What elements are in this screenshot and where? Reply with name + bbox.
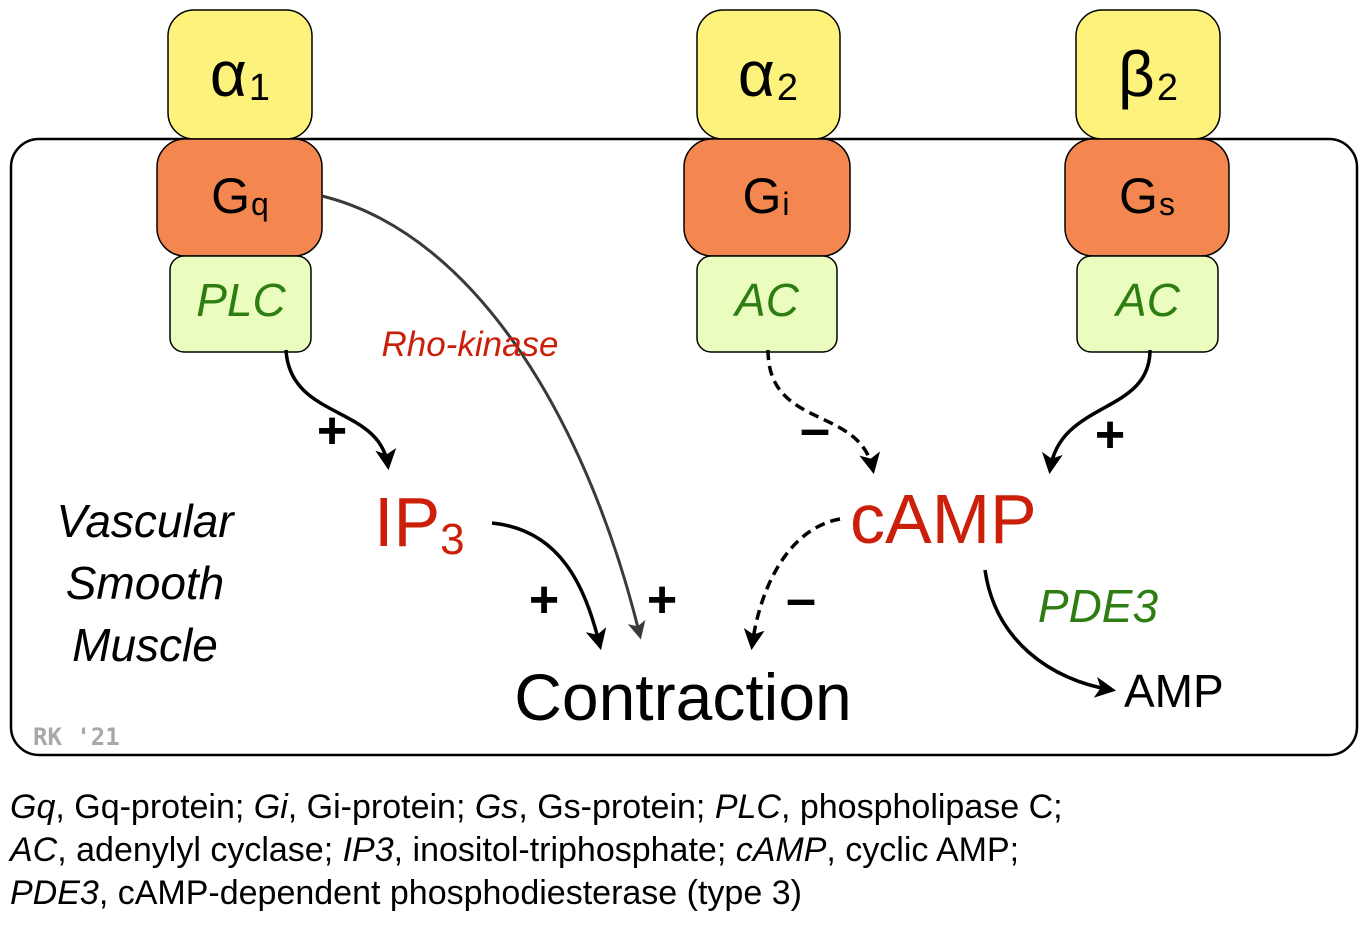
legend-abbr: Gs bbox=[474, 788, 519, 826]
gprotein-gs-label: Gs bbox=[1119, 168, 1175, 224]
camp-label: cAMP bbox=[850, 480, 1037, 558]
receptor-alpha2-label: α2 bbox=[738, 38, 798, 110]
abbreviation-legend: Gq, Gq-protein; Gi, Gi-protein; Gs, Gs-p… bbox=[10, 786, 1360, 915]
legend-abbr: AC bbox=[10, 831, 58, 869]
legend-def: , Gi-protein; bbox=[287, 788, 475, 826]
enzyme-plc-label: PLC bbox=[196, 274, 286, 326]
legend-def: , Gs-protein; bbox=[518, 788, 715, 826]
arrow-camp-to-amp bbox=[983, 569, 1117, 698]
legend-def: , cyclic AMP; bbox=[826, 831, 1020, 869]
receptor-beta2-label: β2 bbox=[1118, 38, 1178, 110]
gprotein-gi-label: Gi bbox=[742, 168, 789, 224]
rho-kinase-label: Rho-kinase bbox=[381, 325, 558, 364]
legend-line-3: PDE3, cAMP-dependent phosphodiesterase (… bbox=[10, 872, 1360, 915]
pde3-label: PDE3 bbox=[1038, 580, 1159, 632]
legend-abbr: PLC bbox=[714, 788, 781, 826]
legend-abbr: cAMP bbox=[735, 831, 827, 869]
legend-def: , inositol-triphosphate; bbox=[393, 831, 736, 869]
cell-label-line3: Muscle bbox=[72, 619, 218, 671]
cell-membrane bbox=[9, 137, 1359, 757]
sign-camp-contraction: – bbox=[786, 569, 816, 629]
receptor-alpha1-label: α1 bbox=[210, 38, 270, 110]
enzyme-ac-gi-label: AC bbox=[732, 274, 800, 326]
enzyme-ac-gs-label: AC bbox=[1113, 274, 1181, 326]
arrow-ac-gs-to-camp bbox=[1042, 349, 1152, 475]
arrow-gq-to-contraction-rho bbox=[321, 194, 646, 640]
legend-abbr: Gq bbox=[10, 788, 56, 826]
credit-label: RK '21 bbox=[33, 723, 120, 751]
sign-ip3-contraction: + bbox=[529, 571, 559, 629]
sign-rho-contraction: + bbox=[647, 571, 677, 629]
gprotein-gq-label: Gq bbox=[211, 168, 269, 224]
arrow-ip3-to-contraction bbox=[491, 521, 607, 651]
sign-ac-camp-inhibit: – bbox=[800, 399, 830, 459]
signaling-diagram: α1 α2 β2 Gq Gi Gs PLC AC AC Rho-kinase I… bbox=[9, 9, 1359, 757]
contraction-label: Contraction bbox=[514, 660, 852, 734]
cell-label-line2: Smooth bbox=[66, 557, 225, 609]
amp-label: AMP bbox=[1124, 665, 1224, 717]
arrow-plc-to-ip3 bbox=[284, 349, 397, 471]
legend-line-2: AC, adenylyl cyclase; IP3, inositol-trip… bbox=[10, 829, 1360, 872]
sign-ac-camp-stim: + bbox=[1095, 406, 1125, 464]
legend-line-1: Gq, Gq-protein; Gi, Gi-protein; Gs, Gs-p… bbox=[10, 786, 1360, 829]
enzyme-plc-box bbox=[169, 255, 312, 353]
legend-def: , cAMP-dependent phosphodiesterase (type… bbox=[98, 874, 802, 912]
legend-abbr: Gi bbox=[253, 788, 288, 826]
legend-abbr: IP3 bbox=[342, 831, 394, 869]
arrow-camp-to-contraction bbox=[743, 517, 841, 651]
arrow-ac-gi-to-camp bbox=[766, 349, 880, 475]
legend-abbr: PDE3 bbox=[10, 874, 99, 912]
legend-def: , Gq-protein; bbox=[55, 788, 254, 826]
ip3-label: IP3 bbox=[374, 483, 465, 564]
legend-def: , phospholipase C; bbox=[780, 788, 1063, 826]
sign-plc-ip3: + bbox=[317, 402, 347, 460]
cell-label-line1: Vascular bbox=[56, 495, 235, 547]
enzyme-ac-gs-box bbox=[1076, 255, 1219, 353]
legend-def: , adenylyl cyclase; bbox=[57, 831, 343, 869]
